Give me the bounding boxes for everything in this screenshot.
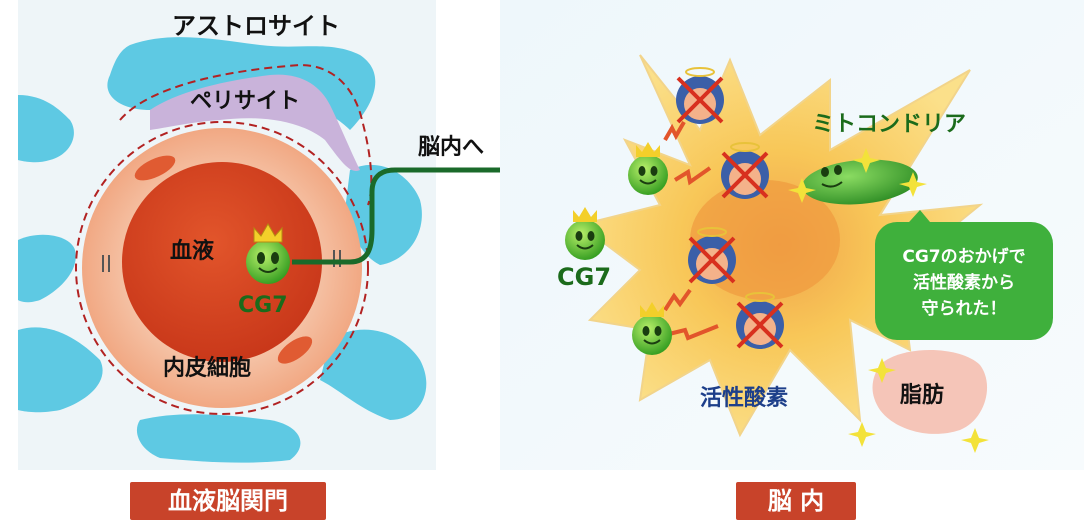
cg7-character-icon [246, 223, 290, 284]
tight-junction-left [102, 255, 110, 272]
crown-icon [640, 302, 664, 317]
zigzag-attack-icon [663, 121, 719, 341]
sparkle-icon [788, 148, 927, 203]
right-title-banner: 脳 内 [736, 482, 856, 520]
blood-label: 血液 [170, 238, 214, 264]
cg7-label-left: CG7 [238, 293, 288, 318]
crown-icon [573, 207, 597, 222]
crown-icon [253, 223, 283, 243]
brain-entry-arrow [292, 167, 528, 265]
cross-mark-icon [736, 301, 784, 349]
sparkle-icon [848, 358, 989, 453]
pericyte-shape [150, 74, 360, 171]
ros-character-icon [676, 67, 724, 124]
cross-mark-icon [688, 236, 736, 284]
blood-lumen [122, 162, 322, 362]
ros-character-icon [721, 142, 769, 199]
cg7-character-icon [565, 207, 605, 260]
endothelial-nucleus [277, 336, 313, 364]
speech-bubble-line-3: 守られた！ [922, 298, 1007, 319]
cg7-character-icon [628, 142, 668, 195]
endothelial-label: 内皮細胞 [163, 355, 251, 381]
astrocyte-label: アストロサイト [172, 12, 340, 40]
mitochondria [802, 159, 918, 205]
arrow-label: 脳内へ [418, 135, 484, 160]
cross-mark-icon [676, 76, 724, 124]
right-panel [500, 0, 1084, 470]
left-title-banner: 血液脳関門 [130, 482, 326, 520]
cg7-character-icon [632, 302, 672, 355]
fat-cell [872, 350, 988, 434]
speech-bubble-line-1: CG7のおかげで [902, 247, 1025, 267]
ros-label: 活性酸素 [700, 385, 788, 411]
speech-bubble-line-2: 活性酸素から [913, 272, 1015, 293]
pericyte-label: ペリサイト [190, 89, 300, 114]
speech-bubble [875, 210, 1053, 340]
cross-mark-icon [721, 151, 769, 199]
left-panel [18, 0, 552, 470]
endothelial-dashed-border [75, 121, 369, 415]
mitochondria-label: ミトコンドリア [812, 112, 966, 137]
fat-label: 脂肪 [900, 382, 944, 408]
endothelial-nucleus [134, 155, 176, 181]
ros-character-icon [736, 292, 784, 349]
cg7-label-right: CG7 [557, 263, 611, 291]
pericyte-dashed-border [119, 63, 373, 206]
ros-character-icon [688, 227, 736, 284]
crown-icon [636, 142, 660, 157]
